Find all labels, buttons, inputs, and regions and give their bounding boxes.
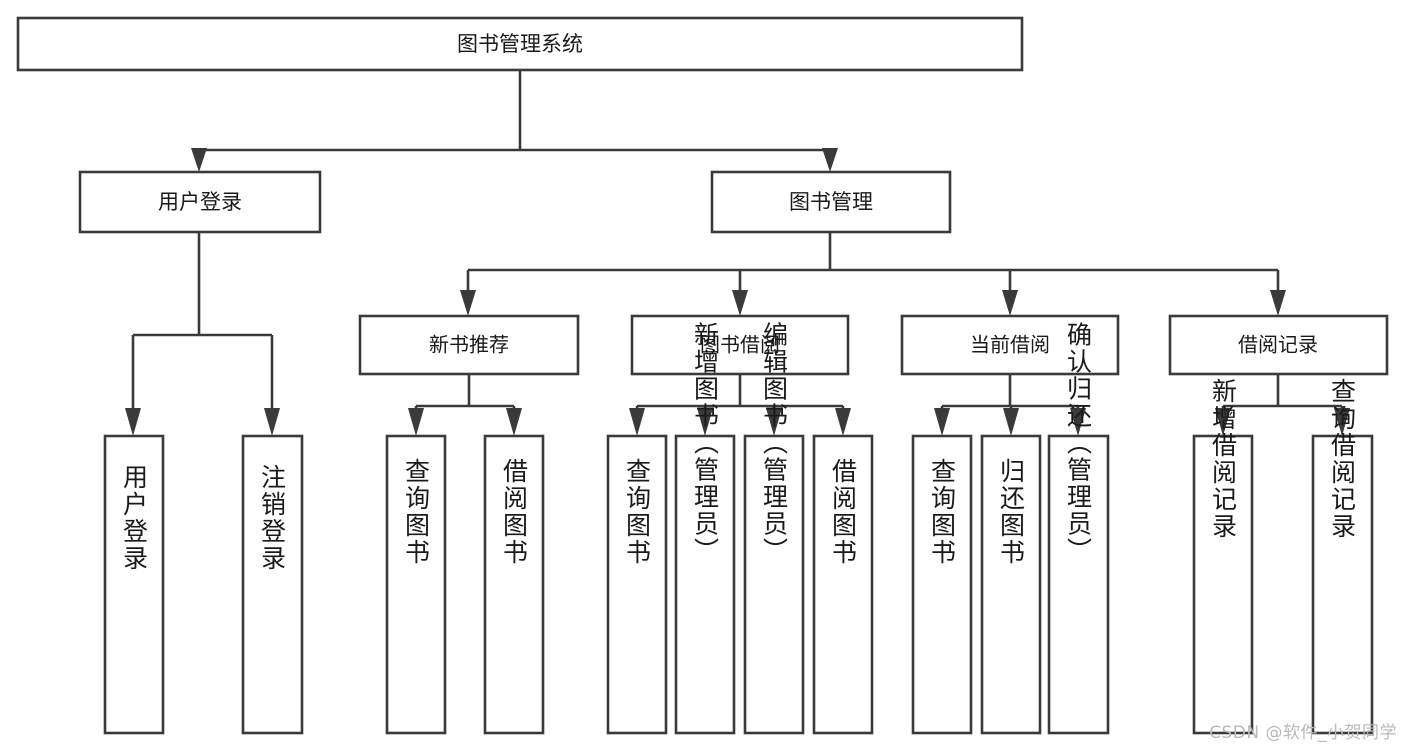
leaf-new-book-1-box[interactable] [385, 434, 447, 735]
leaf-new-book-2-box[interactable] [483, 434, 545, 735]
leaf-book-borrow-3-label: 编辑图书（管理员） [760, 322, 789, 565]
arrow-head-leaf-current-borrow-1 [934, 408, 950, 436]
leaf-book-borrow-4-label: 借阅图书 [829, 458, 858, 566]
leaf-current-borrow-3[interactable]: 确认归还（管理员） [1047, 322, 1110, 735]
leaf-book-borrow-2-box[interactable] [674, 434, 736, 735]
leaf-book-borrow-1-box[interactable] [606, 434, 668, 735]
arrow-head-user-login [191, 148, 207, 172]
leaf-book-borrow-1-label: 查询图书 [623, 458, 652, 566]
node-current-borrow-box[interactable] [900, 314, 1120, 376]
node-current-borrow-label: 当前借阅 [970, 333, 1050, 357]
leaf-current-borrow-1-box[interactable] [911, 434, 973, 735]
leaf-book-borrow-4[interactable]: 借阅图书 [812, 434, 874, 735]
node-root-box[interactable] [16, 16, 1024, 72]
node-new-book-recommend-label: 新书推荐 [429, 333, 509, 357]
arrow-head-new-book [460, 290, 476, 316]
arrow-head-leaf-borrow-record-1 [1215, 408, 1231, 436]
leaf-current-borrow-2[interactable]: 归还图书 [980, 434, 1042, 735]
node-user-login-box[interactable] [78, 170, 322, 234]
node-book-manage[interactable]: 图书管理 [710, 170, 952, 234]
leaf-current-borrow-3-box[interactable] [1047, 434, 1110, 735]
leaf-book-borrow-2[interactable]: 新增图书（管理员） [674, 322, 736, 735]
arrow-head-leaf-current-borrow-3 [1070, 408, 1086, 436]
arrow-head-current-borrow [1002, 290, 1018, 316]
leaf-current-borrow-2-label: 归还图书 [997, 458, 1026, 566]
leaf-user-login-1-label: 用户登录 [120, 464, 149, 572]
node-borrow-record-label: 借阅记录 [1238, 333, 1318, 357]
arrow-head-book-borrow [732, 290, 748, 316]
node-book-borrow-box[interactable] [630, 314, 850, 376]
node-borrow-record[interactable]: 借阅记录 [1168, 314, 1389, 376]
node-root-label: 图书管理系统 [457, 32, 583, 56]
node-user-login[interactable]: 用户登录 [78, 170, 322, 234]
node-layer: 图书管理系统 用户登录 图书管理 新书推荐 图书借阅 当前 [16, 16, 1389, 735]
leaf-current-borrow-2-box[interactable] [980, 434, 1042, 735]
leaf-book-borrow-3[interactable]: 编辑图书（管理员） [743, 322, 805, 735]
leaf-borrow-record-2[interactable]: 查询借阅记录 [1311, 378, 1374, 735]
leaf-borrow-record-1-box[interactable] [1192, 434, 1254, 735]
leaf-new-book-2-label: 借阅图书 [500, 458, 529, 566]
leaf-user-login-2-label: 注销登录 [258, 464, 287, 572]
leaf-borrow-record-2-label: 查询借阅记录 [1328, 378, 1357, 540]
leaf-borrow-record-1[interactable]: 新增借阅记录 [1192, 378, 1254, 735]
node-user-login-label: 用户登录 [158, 190, 242, 214]
arrow-head-book-manage [822, 148, 838, 172]
node-new-book-recommend[interactable]: 新书推荐 [358, 314, 580, 376]
leaf-book-borrow-4-box[interactable] [812, 434, 874, 735]
leaf-current-borrow-3-label: 确认归还（管理员） [1064, 322, 1093, 565]
leaf-user-login-1[interactable]: 用户登录 [103, 434, 165, 735]
leaf-user-login-1-box[interactable] [103, 434, 165, 735]
arrow-head-leaf-book-borrow-1 [629, 408, 645, 436]
node-book-borrow[interactable]: 图书借阅 [630, 314, 850, 376]
leaf-new-book-1[interactable]: 查询图书 [385, 434, 447, 735]
node-book-manage-label: 图书管理 [789, 190, 873, 214]
arrow-head-leaf-book-borrow-4 [835, 408, 851, 436]
leaf-new-book-2[interactable]: 借阅图书 [483, 434, 545, 735]
leaf-book-borrow-1[interactable]: 查询图书 [606, 434, 668, 735]
connector-layer [125, 70, 1350, 436]
csdn-watermark: CSDN @软件_小贺同学 [1209, 723, 1397, 743]
node-book-borrow-label: 图书借阅 [700, 333, 780, 357]
node-borrow-record-box[interactable] [1168, 314, 1389, 376]
node-current-borrow[interactable]: 当前借阅 [900, 314, 1120, 376]
arrow-head-leaf-book-borrow-2 [697, 408, 713, 436]
leaf-borrow-record-1-label: 新增借阅记录 [1209, 378, 1238, 540]
arrow-head-leaf-new-book-2 [506, 408, 522, 436]
arrow-head-leaf-new-book-1 [408, 408, 424, 436]
leaf-current-borrow-1[interactable]: 查询图书 [911, 434, 973, 735]
leaf-user-login-2[interactable]: 注销登录 [241, 434, 304, 735]
arrow-head-leaf-book-borrow-3 [766, 408, 782, 436]
arrow-head-leaf-user-login-2 [264, 408, 280, 436]
leaf-new-book-1-label: 查询图书 [402, 458, 431, 566]
leaf-book-borrow-2-label: 新增图书（管理员） [691, 322, 720, 565]
leaf-book-borrow-3-box[interactable] [743, 434, 805, 735]
leaf-current-borrow-1-label: 查询图书 [928, 458, 957, 566]
leaf-borrow-record-2-box[interactable] [1311, 434, 1374, 735]
arrow-head-leaf-user-login-1 [125, 408, 141, 436]
arrow-head-leaf-current-borrow-2 [1003, 408, 1019, 436]
node-new-book-recommend-box[interactable] [358, 314, 580, 376]
arrow-head-leaf-borrow-record-2 [1334, 408, 1350, 436]
node-root[interactable]: 图书管理系统 [16, 16, 1024, 72]
leaf-user-login-2-box[interactable] [241, 434, 304, 735]
node-book-manage-box[interactable] [710, 170, 952, 234]
arrow-head-borrow-record [1270, 290, 1286, 316]
